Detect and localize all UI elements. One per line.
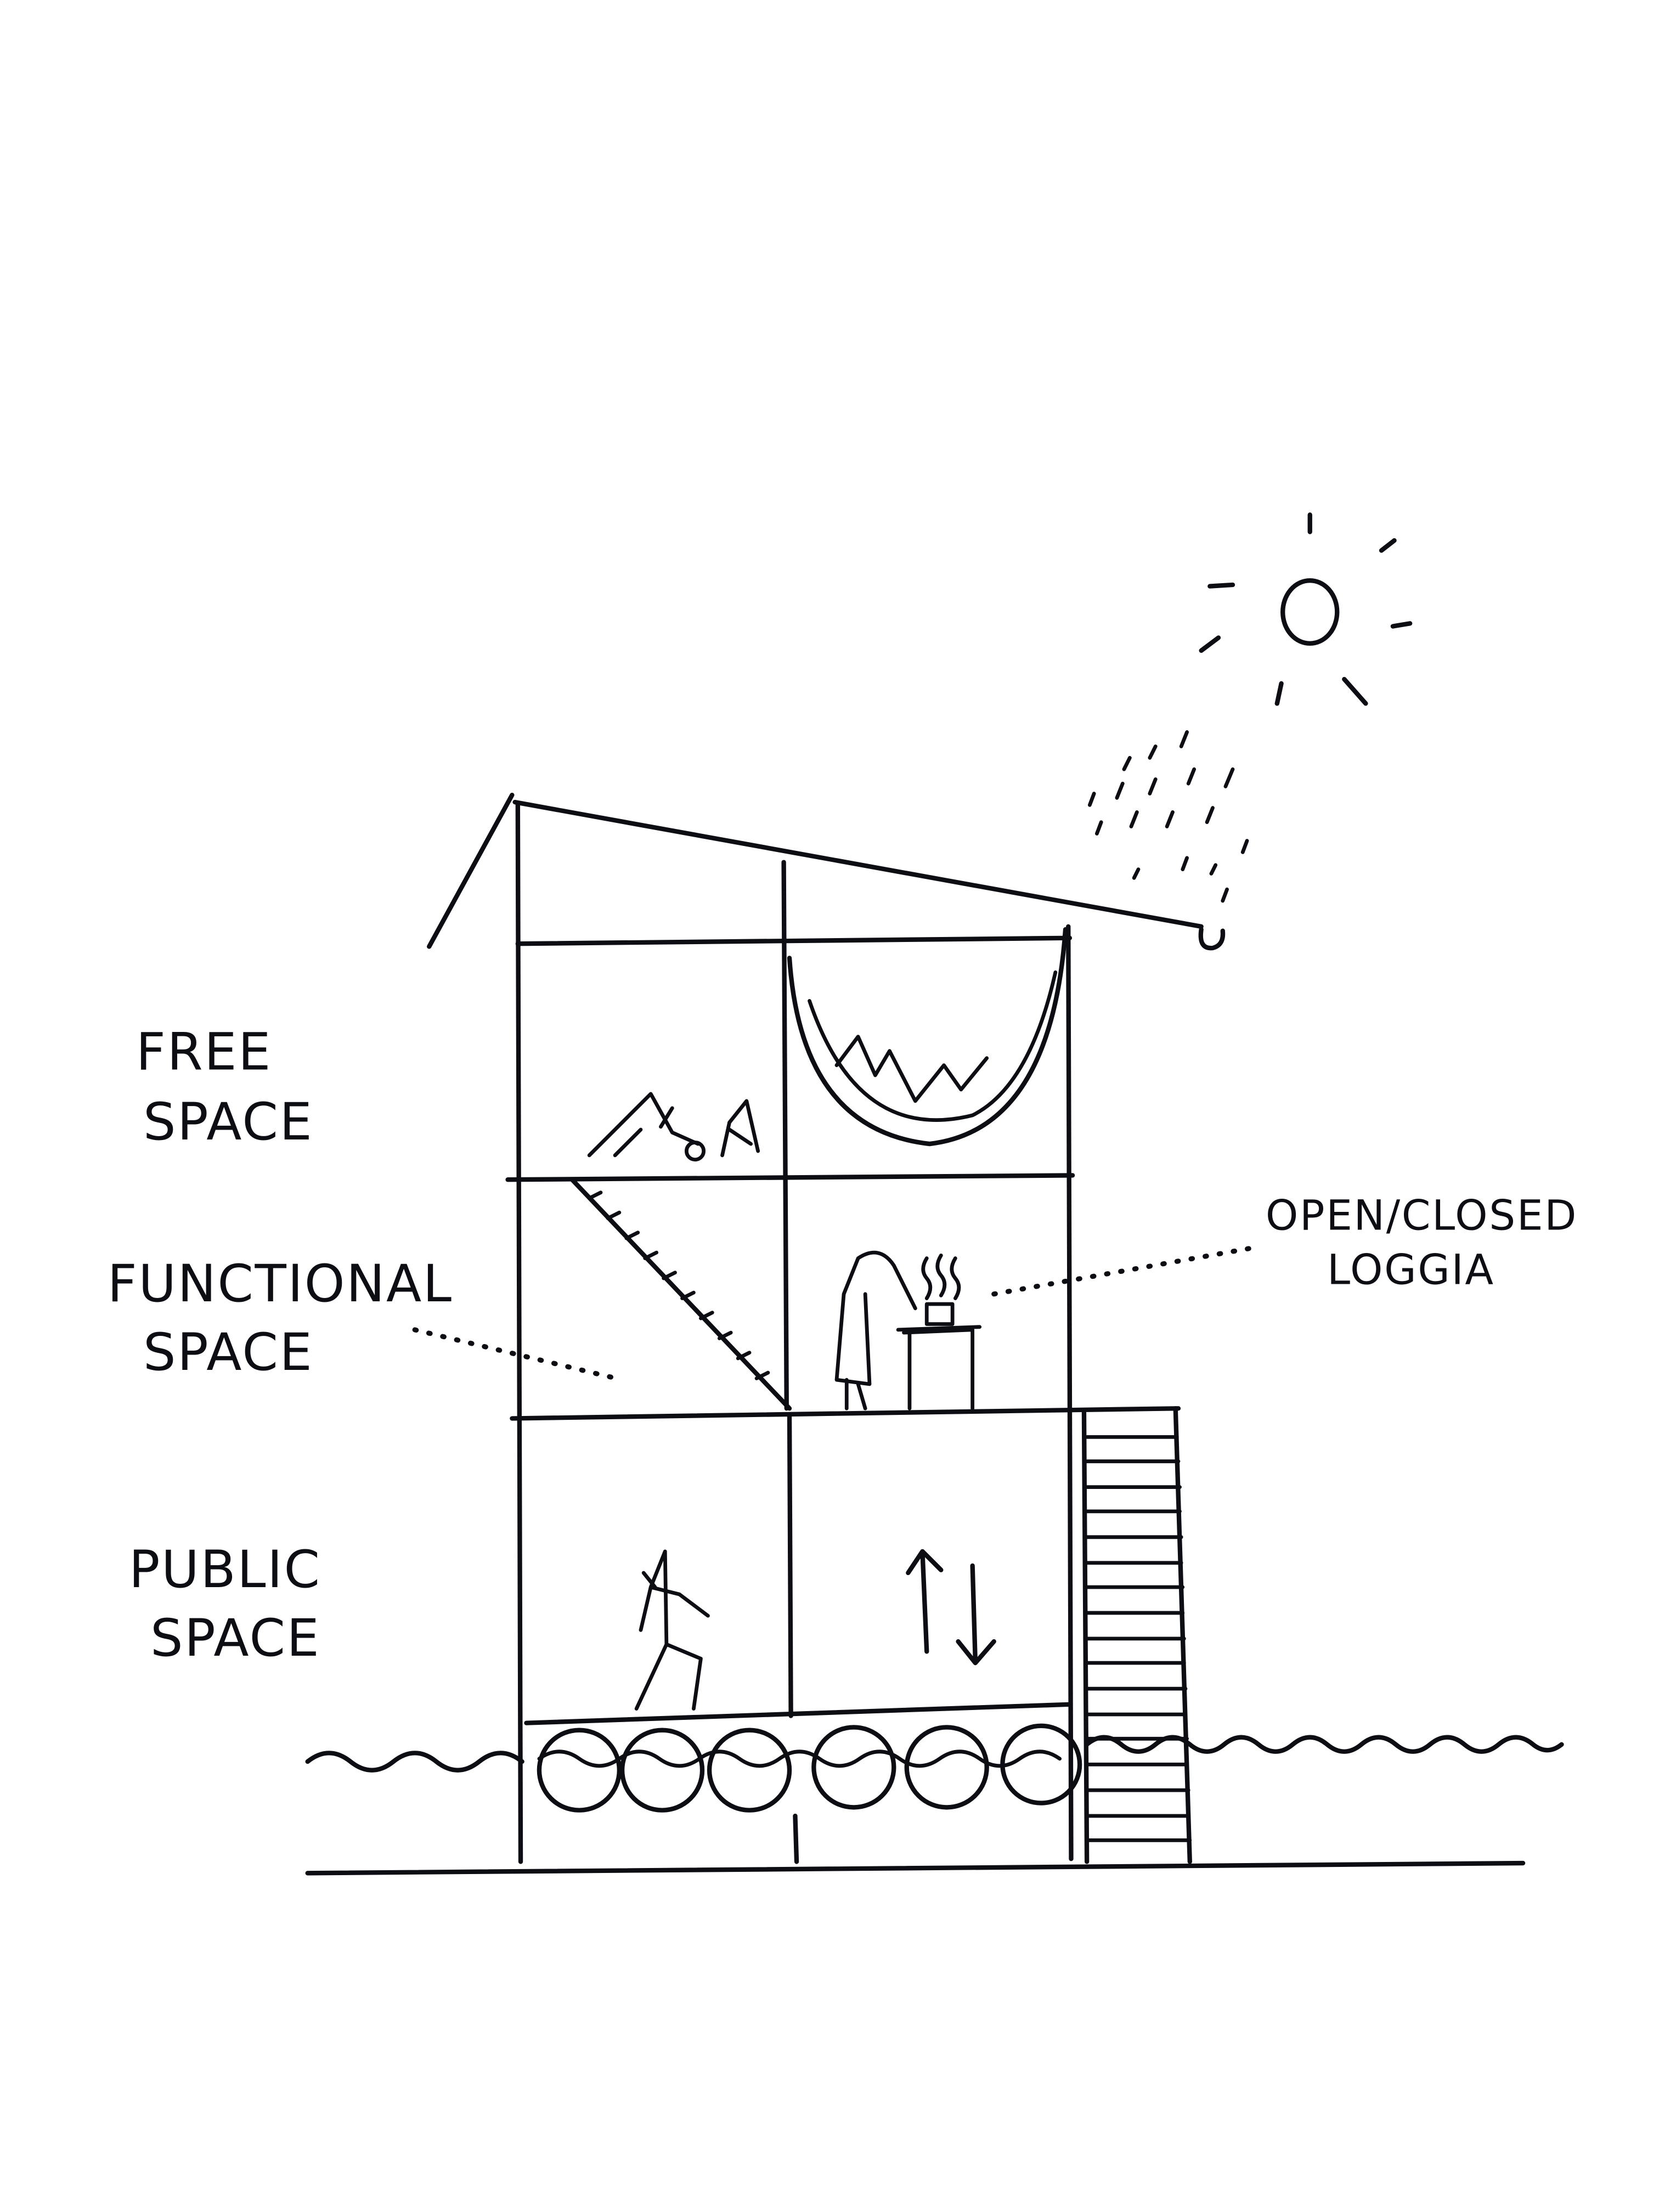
- free-space-label-2: SPACE: [143, 1092, 313, 1152]
- free-space-label-1: FREE: [136, 1023, 272, 1082]
- interior-stair: [569, 1177, 792, 1411]
- loggia-leader: [991, 1244, 1261, 1297]
- public-space-label-2: SPACE: [150, 1609, 320, 1668]
- hammock-icon: [787, 927, 1068, 1147]
- walking-person-icon: [634, 1549, 710, 1711]
- water-waves: [305, 1735, 1564, 1773]
- sun-icon: [1199, 512, 1413, 706]
- people-relaxing-icon: [587, 1092, 760, 1162]
- functional-space-label-2: SPACE: [143, 1323, 313, 1383]
- ground-line: [305, 1860, 1526, 1876]
- rain-icon: [1087, 730, 1249, 903]
- public-space-label-1: PUBLIC: [129, 1540, 321, 1600]
- loggia-label-2: LOGGIA: [1327, 1245, 1495, 1294]
- loggia-label-1: OPEN/CLOSED: [1266, 1191, 1578, 1239]
- gutter-icon: [1198, 927, 1226, 951]
- roof-eave: [427, 792, 515, 949]
- up-down-arrows-icon: [906, 1549, 996, 1666]
- house-frame: [505, 801, 1181, 1864]
- functional-space-label-1: FUNCTIONAL: [108, 1254, 453, 1314]
- cooking-person-icon: [834, 1250, 982, 1410]
- pontoon-floats: [537, 1723, 1082, 1813]
- roof-line: [512, 799, 1204, 929]
- exterior-stair: [1081, 1406, 1192, 1864]
